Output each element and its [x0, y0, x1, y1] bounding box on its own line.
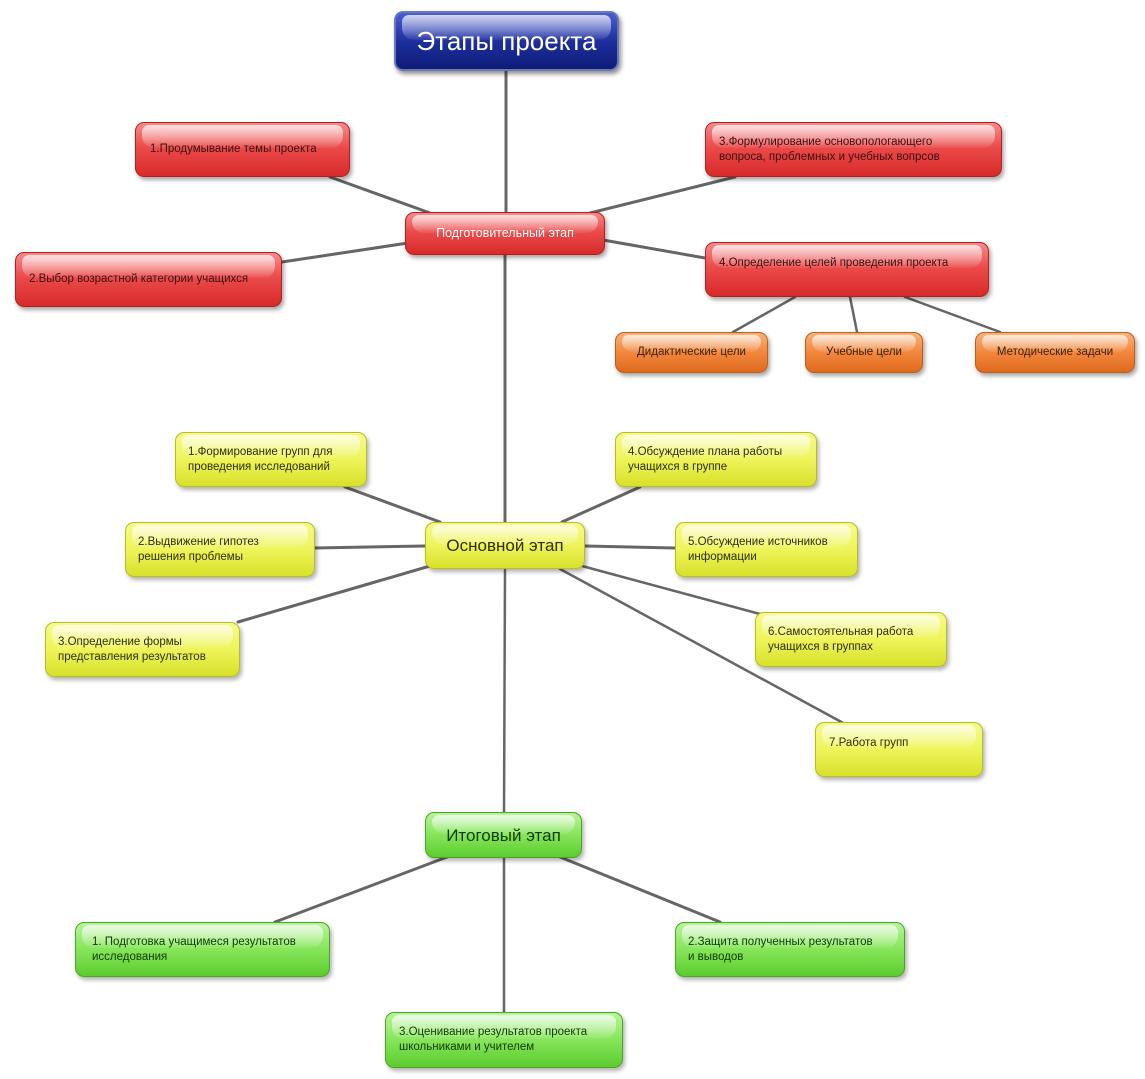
final-item2-link [558, 855, 722, 924]
main-item3-link [236, 564, 432, 624]
main-item6-link [580, 564, 762, 616]
final-stage-node[interactable]: Итоговый этап [425, 812, 582, 858]
prep-item3-link [588, 175, 737, 215]
main-item-3[interactable]: 3.Определение формы представления резуль… [45, 622, 240, 677]
goal-educational[interactable]: Учебные цели [805, 332, 923, 373]
prep-stage-node[interactable]: Подготовительный этап [405, 212, 605, 255]
goal-label: Учебные цели [826, 346, 902, 358]
prep-item-label: 2.Выбор возрастной категории учащихся [29, 273, 249, 285]
prep-item-1[interactable]: 1.Продумывание темы проекта [135, 122, 350, 177]
main-item-5[interactable]: 5.Обсуждение источников информации [675, 522, 858, 577]
main-stage-label: Основной этап [446, 536, 564, 555]
prep-item-label: 4.Определение целей проведения проекта [719, 257, 949, 269]
main-item-7[interactable]: 7.Работа групп [815, 722, 983, 777]
main-item-label: 5.Обсуждение источников информации [688, 535, 828, 563]
main-item-1[interactable]: 1.Формирование групп для проведения иссл… [175, 432, 367, 487]
root-node[interactable]: Этапы проекта [394, 11, 619, 71]
prep-item4-link [601, 238, 707, 260]
goal-educational-link [848, 295, 859, 334]
prep-item1-link [328, 175, 432, 215]
main-item-2[interactable]: 2.Выдвижение гипотез решения проблемы [125, 522, 315, 577]
main-item1-link [343, 485, 442, 524]
final-item-label: 1. Подготовка учащимеся результатов иссл… [92, 935, 296, 963]
main-item-label: 2.Выдвижение гипотез решения проблемы [138, 535, 259, 563]
prep-stage-label: Подготовительный этап [436, 226, 574, 240]
main-stage-node[interactable]: Основной этап [425, 522, 585, 569]
main-item7-link [558, 567, 847, 726]
main-item-label: 4.Обсуждение плана работы учащихся в гру… [628, 445, 783, 473]
final-item-3[interactable]: 3.Оценивание результатов проекта школьни… [385, 1012, 623, 1068]
prep-item-2[interactable]: 2.Выбор возрастной категории учащихся [15, 252, 282, 307]
goal-methodical[interactable]: Методические задачи [975, 332, 1135, 373]
main-item-6[interactable]: 6.Самостоятельная работа учащихся в груп… [755, 612, 947, 667]
prep-item2-link [280, 241, 410, 264]
goal-methodical-link [903, 295, 1002, 334]
final-item1-link [273, 855, 449, 924]
main-item-label: 7.Работа групп [829, 737, 909, 749]
main-item5-link [583, 544, 677, 550]
final-item-label: 3.Оценивание результатов проекта школьни… [399, 1026, 588, 1053]
final-item-label: 2.Защита полученных результатов и выводо… [688, 935, 873, 963]
goal-didactic[interactable]: Дидактические цели [615, 332, 768, 373]
final-stage-label: Итоговый этап [446, 825, 561, 845]
main-item2-link [313, 544, 427, 550]
main-item-4[interactable]: 4.Обсуждение плана работы учащихся в гру… [615, 432, 817, 487]
goal-label: Дидактические цели [637, 346, 746, 358]
main-item-label: 1.Формирование групп для проведения иссл… [188, 445, 333, 473]
final-item-1[interactable]: 1. Подготовка учащимеся результатов иссл… [75, 922, 330, 977]
main-item-label: 6.Самостоятельная работа учащихся в груп… [768, 625, 914, 653]
prep-item-label: 3.Формулирование основопологающего вопро… [719, 135, 940, 163]
main-item-label: 3.Определение формы представления резуль… [58, 635, 206, 663]
prep-item-3[interactable]: 3.Формулирование основопологающего вопро… [705, 122, 1002, 177]
final-item-2[interactable]: 2.Защита полученных результатов и выводо… [675, 922, 905, 977]
main-final-trunk [502, 568, 507, 817]
main-item4-link [560, 485, 642, 524]
prep-item-label: 1.Продумывание темы проекта [150, 143, 317, 155]
goal-label: Методические задачи [996, 346, 1114, 358]
prep-item-4[interactable]: 4.Определение целей проведения проекта [705, 242, 989, 297]
goal-didactic-link [731, 295, 797, 334]
root-title: Этапы проекта [416, 25, 597, 56]
